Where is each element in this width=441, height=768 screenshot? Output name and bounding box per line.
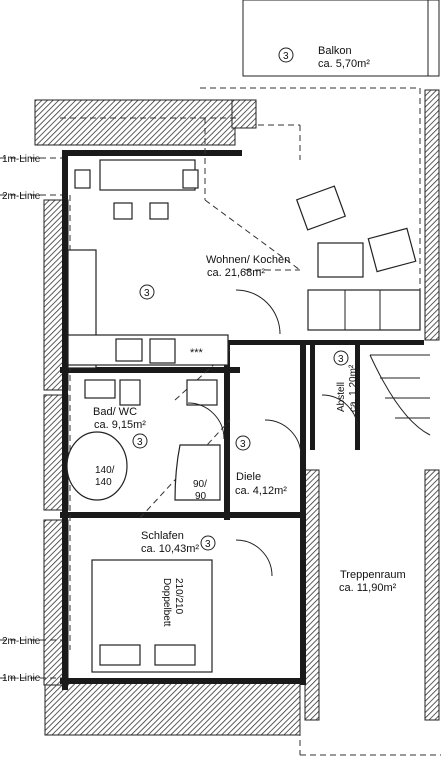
bed-label-1: Doppelbett: [161, 578, 172, 627]
level-line-bottom-2m: 2m-Linie: [2, 636, 41, 647]
spiral-stair: [369, 354, 431, 436]
room-abstell-name: Abstell: [336, 382, 347, 412]
marker-diele: 3: [240, 439, 246, 450]
bathtub-size-1: 140/: [95, 465, 115, 476]
bathtub-size-2: 140: [95, 477, 112, 488]
walls: [60, 150, 424, 690]
coffee-table: [317, 242, 364, 278]
room-markers: [132, 47, 349, 551]
roof-slope-bottom: [44, 679, 301, 736]
roof-slope-top: [34, 99, 257, 146]
room-bad-area: ca. 9,15m²: [94, 419, 146, 431]
marker-schlafen: 3: [205, 539, 211, 550]
kitchen: [67, 249, 229, 369]
level-line-top-1m: 1m-Linie: [2, 154, 41, 165]
doors: [187, 289, 359, 577]
bathroom-fixtures: [66, 379, 221, 501]
room-wohnen-area: ca. 21,68m²: [207, 267, 265, 279]
room-balkon-name: Balkon: [318, 45, 352, 57]
level-line-top-2m: 2m-Linie: [2, 191, 41, 202]
level-line-bottom-1m: 1m-Linie: [2, 673, 41, 684]
room-treppenraum-name: Treppenraum: [340, 569, 406, 581]
room-schlafen-area: ca. 10,43m²: [141, 543, 199, 555]
room-schlafen-name: Schlafen: [141, 530, 184, 542]
room-treppenraum-area: ca. 11,90m²: [339, 582, 397, 594]
marker-bad: 3: [137, 437, 143, 448]
double-bed: [91, 559, 213, 673]
room-balkon-area: ca. 5,70m²: [318, 58, 370, 70]
stair-walls: [304, 89, 440, 721]
dining-furniture: [74, 159, 199, 220]
marker-abstell: 3: [338, 354, 344, 365]
marker-wohnen: 3: [144, 288, 150, 299]
hob-symbol: ***: [190, 347, 204, 359]
room-bad-name: Bad/ WC: [93, 406, 137, 418]
room-diele-area: ca. 4,12m²: [235, 485, 287, 497]
marker-balkon: 3: [283, 51, 289, 62]
armchairs: [295, 185, 417, 273]
shower-size-1: 90/: [193, 479, 207, 490]
room-wohnen-name: Wohnen/ Kochen: [206, 254, 290, 266]
sofa: [307, 289, 421, 331]
bed-label-2: 210/210: [173, 578, 184, 615]
room-abstell-area: ca. 1,20m²: [348, 364, 359, 412]
shower-size-2: 90: [195, 491, 207, 502]
room-diele-name: Diele: [236, 471, 261, 483]
balcony-area: [242, 0, 440, 77]
